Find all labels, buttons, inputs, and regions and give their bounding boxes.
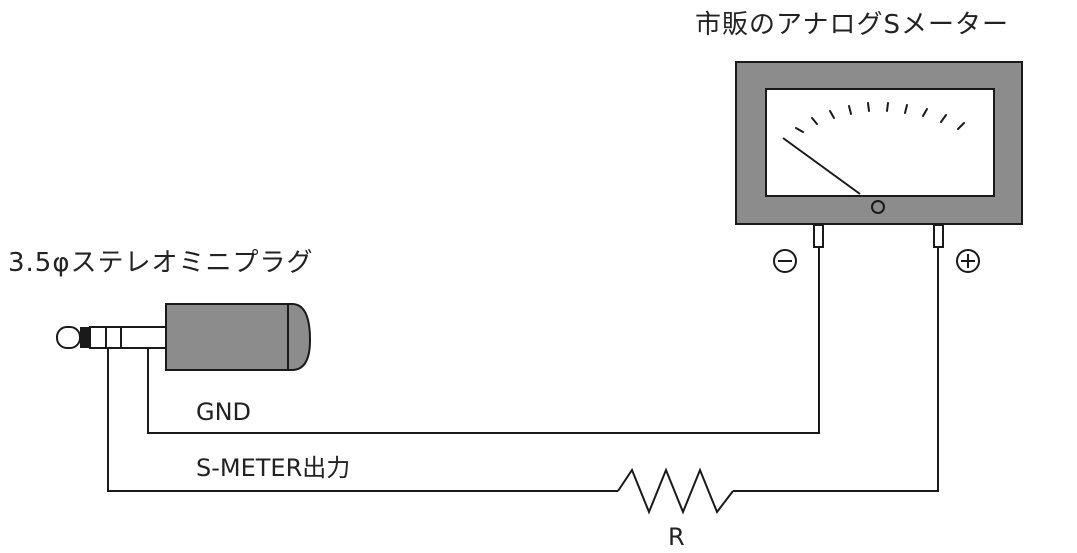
gnd-label: GND	[196, 398, 252, 426]
s-meter-wire-left	[107, 348, 618, 492]
plus-polarity-symbol	[956, 249, 980, 273]
meter-title: 市販のアナログSメーター	[695, 10, 1009, 40]
meter-terminal-minus	[813, 224, 824, 248]
resistor-label: R	[668, 523, 685, 551]
plug-shaft	[120, 326, 167, 349]
plug-body	[165, 303, 312, 371]
s-meter-output-label: S-METER出力	[196, 454, 351, 482]
minus-polarity-symbol	[773, 249, 797, 273]
meter-needle	[782, 137, 861, 195]
gnd-wire	[147, 247, 820, 434]
analog-s-meter	[735, 61, 1023, 248]
plug-ring-1	[89, 326, 107, 349]
plug-tip	[56, 326, 81, 349]
plug-ring-2	[105, 326, 122, 349]
resistor-symbol	[617, 467, 734, 515]
stereo-mini-plug	[56, 303, 312, 371]
meter-scale-ticks	[795, 102, 965, 133]
plug-title: 3.5φステレオミニプラグ	[8, 248, 314, 278]
meter-terminal-plus	[933, 224, 944, 248]
plug-insulator	[80, 327, 90, 348]
meter-adjust-screw	[871, 200, 885, 214]
s-meter-wire-right	[733, 247, 939, 492]
meter-face	[765, 88, 995, 197]
